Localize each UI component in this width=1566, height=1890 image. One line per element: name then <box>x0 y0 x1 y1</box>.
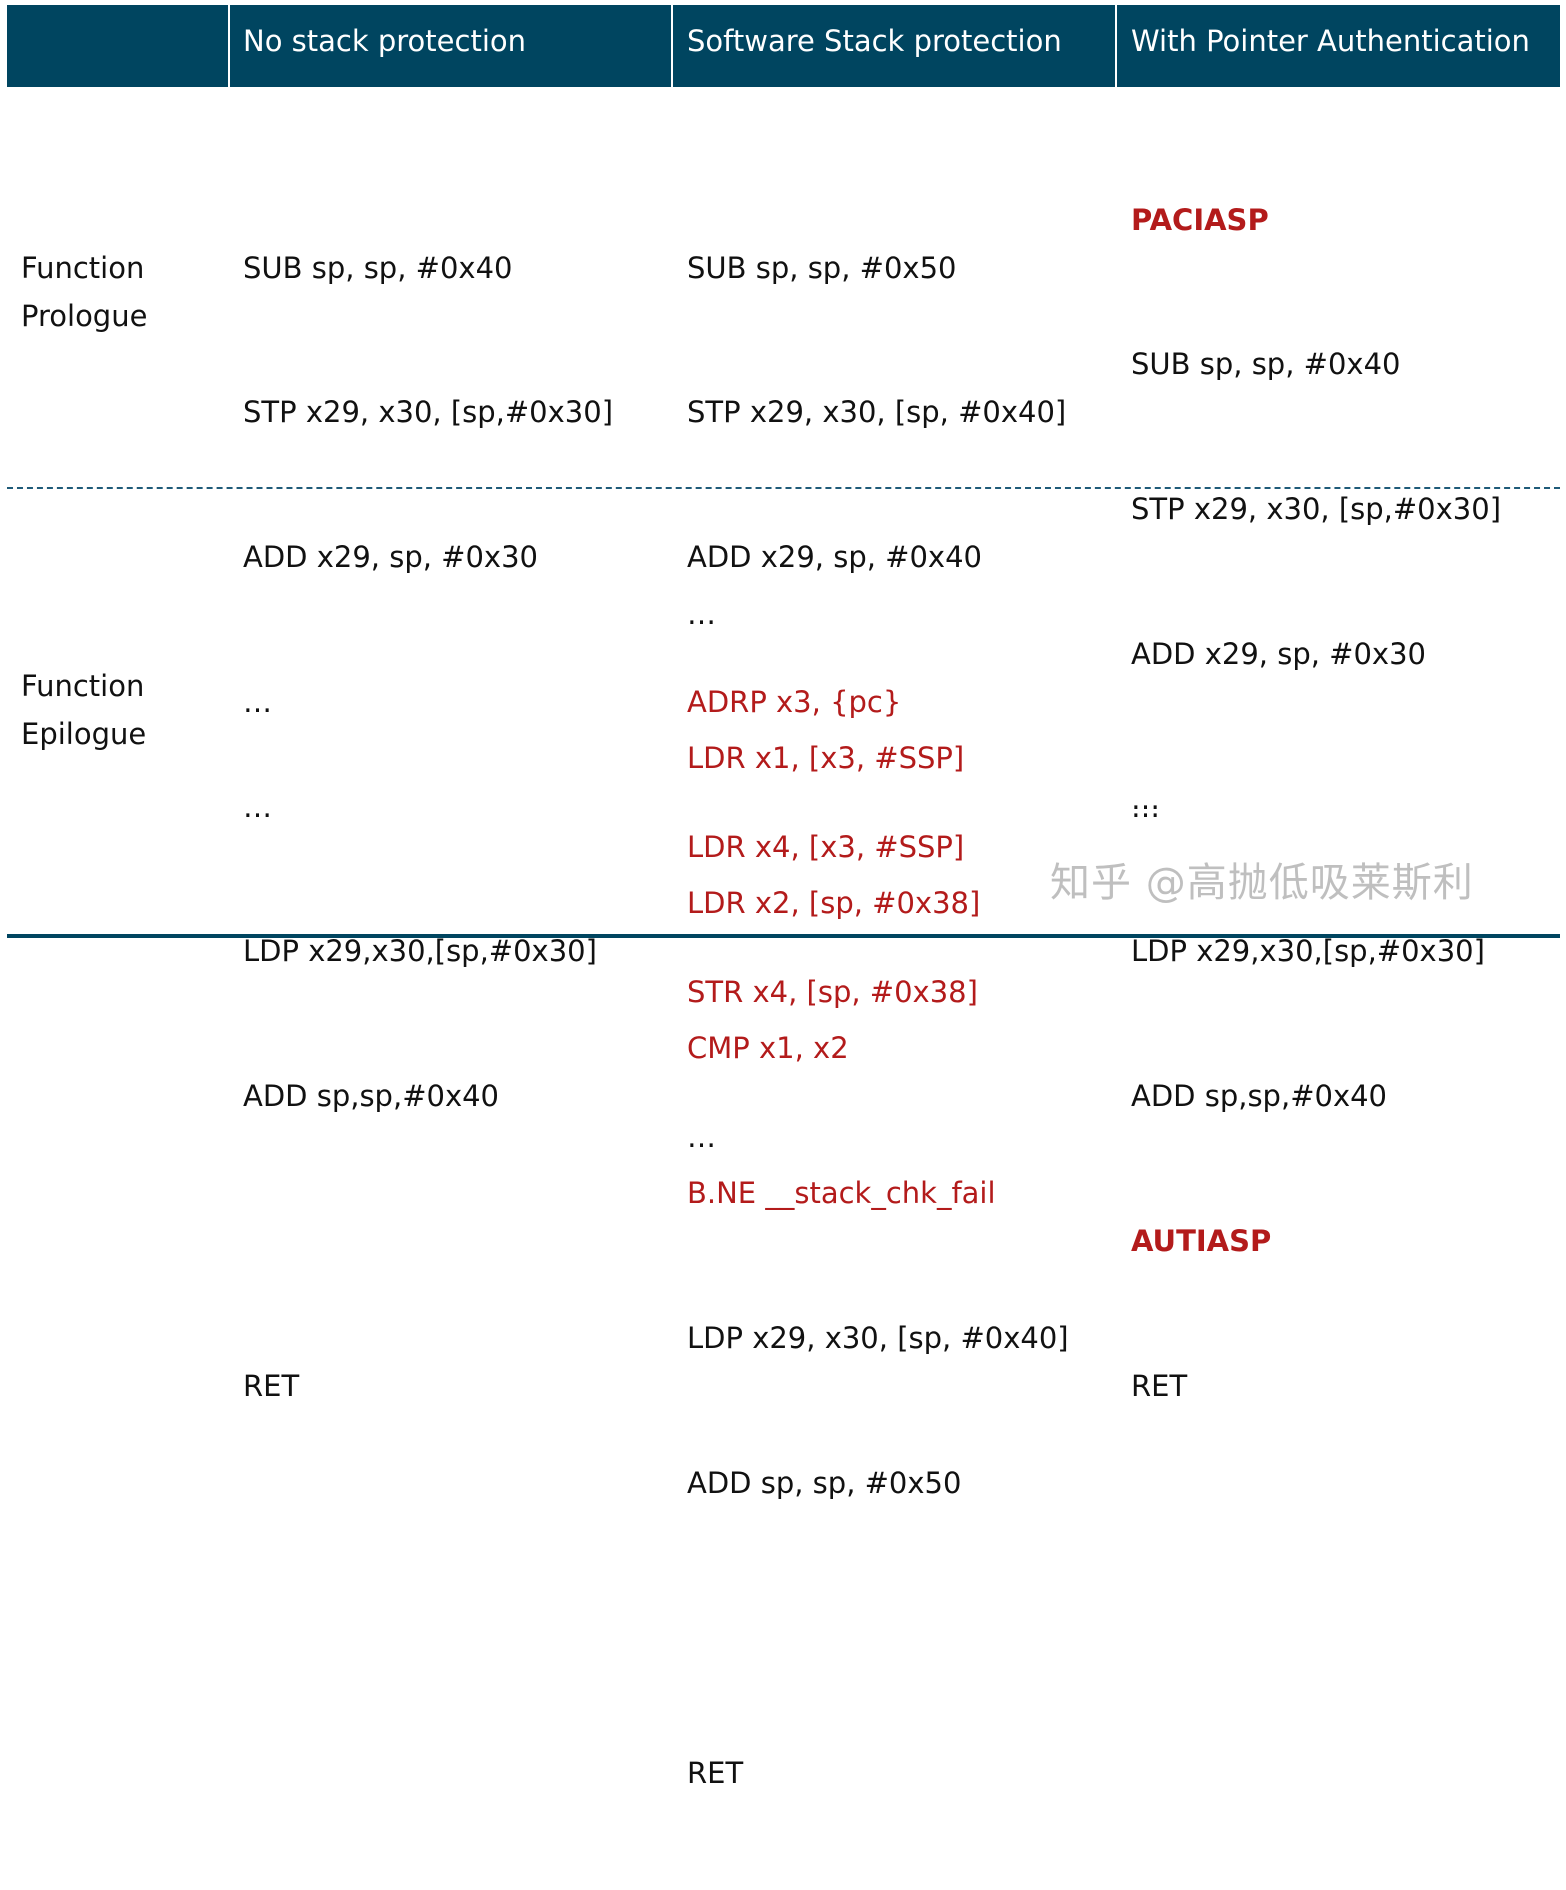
code-line-highlighted: LDR x4, [x3, #SSP] <box>687 830 965 865</box>
code-line-highlighted: B.NE __stack_chk_fail <box>687 1176 996 1211</box>
table-bottom-border <box>7 934 1560 938</box>
code-line-highlighted: ADRP x3, {pc} <box>687 685 902 720</box>
epilogue-software-code: … LDR x1, [x3, #SSP] LDR x2, [sp, #0x38]… <box>687 493 1069 1890</box>
header-separator <box>228 5 230 87</box>
code-line: ADD sp,sp,#0x40 <box>243 1079 500 1114</box>
header-separator <box>1115 5 1117 87</box>
code-line: ADD x29, sp, #0x40 <box>687 540 982 575</box>
header-software-protection: Software Stack protection <box>687 24 1062 58</box>
code-line-highlighted: LDR x1, [x3, #SSP] <box>687 741 965 776</box>
code-line-highlighted: AUTIASP <box>1131 1224 1272 1259</box>
code-line: SUB sp, sp, #0x40 <box>1131 347 1401 382</box>
code-line: ADD x29, sp, #0x30 <box>243 540 538 575</box>
row-divider <box>7 487 1560 489</box>
header-no-protection: No stack protection <box>243 24 527 58</box>
code-line: RET <box>687 1755 744 1790</box>
epilogue-pointer-auth-code: … LDP x29,x30,[sp,#0x30] ADD sp,sp,#0x40… <box>1131 686 1485 1507</box>
code-line-highlighted: LDR x2, [sp, #0x38] <box>687 886 981 921</box>
row-label-epilogue: Function Epilogue <box>21 662 146 758</box>
code-line: SUB sp, sp, #0x40 <box>243 250 513 285</box>
code-line: RET <box>1131 1369 1188 1404</box>
code-line: … <box>1131 789 1160 824</box>
header-separator <box>671 5 673 87</box>
code-line: RET <box>243 1369 300 1404</box>
code-line: … <box>687 596 716 631</box>
prologue-pointer-auth-code: PACIASP SUB sp, sp, #0x40 STP x29, x30, … <box>1131 99 1501 920</box>
header-empty-cell <box>7 5 227 87</box>
table-header: No stack protection Software Stack prote… <box>7 5 1560 87</box>
code-line: SUB sp, sp, #0x50 <box>687 250 957 285</box>
code-line-spacer <box>687 1604 1069 1652</box>
row-label-line: Prologue <box>21 299 148 333</box>
row-label-prologue: Function Prologue <box>21 244 147 340</box>
code-line: STP x29, x30, [sp,#0x30] <box>243 395 614 430</box>
code-line-spacer <box>243 1217 597 1265</box>
code-line: LDP x29, x30, [sp, #0x40] <box>687 1321 1069 1356</box>
code-line: STP x29, x30, [sp,#0x30] <box>1131 492 1502 527</box>
row-label-line: Epilogue <box>21 717 147 751</box>
header-pointer-auth: With Pointer Authentication <box>1131 24 1530 58</box>
row-label-line: Function <box>21 251 145 285</box>
code-line: ADD sp,sp,#0x40 <box>1131 1079 1388 1114</box>
code-line: ADD sp, sp, #0x50 <box>687 1465 962 1500</box>
code-line-highlighted: PACIASP <box>1131 202 1269 237</box>
code-line: … <box>243 789 272 824</box>
epilogue-no-protection-code: … LDP x29,x30,[sp,#0x30] ADD sp,sp,#0x40… <box>243 686 597 1507</box>
code-line: … <box>243 685 272 720</box>
code-line: … <box>1131 782 1160 817</box>
code-line-highlighted: CMP x1, x2 <box>687 1031 849 1066</box>
prologue-no-protection-code: SUB sp, sp, #0x40 STP x29, x30, [sp,#0x3… <box>243 147 613 823</box>
comparison-table: No stack protection Software Stack prote… <box>7 5 1560 1790</box>
code-line: ADD x29, sp, #0x30 <box>1131 637 1426 672</box>
code-line: STP x29, x30, [sp, #0x40] <box>687 395 1067 430</box>
row-label-line: Function <box>21 669 145 703</box>
watermark: 知乎 @高抛低吸莱斯利 <box>1050 860 1474 906</box>
